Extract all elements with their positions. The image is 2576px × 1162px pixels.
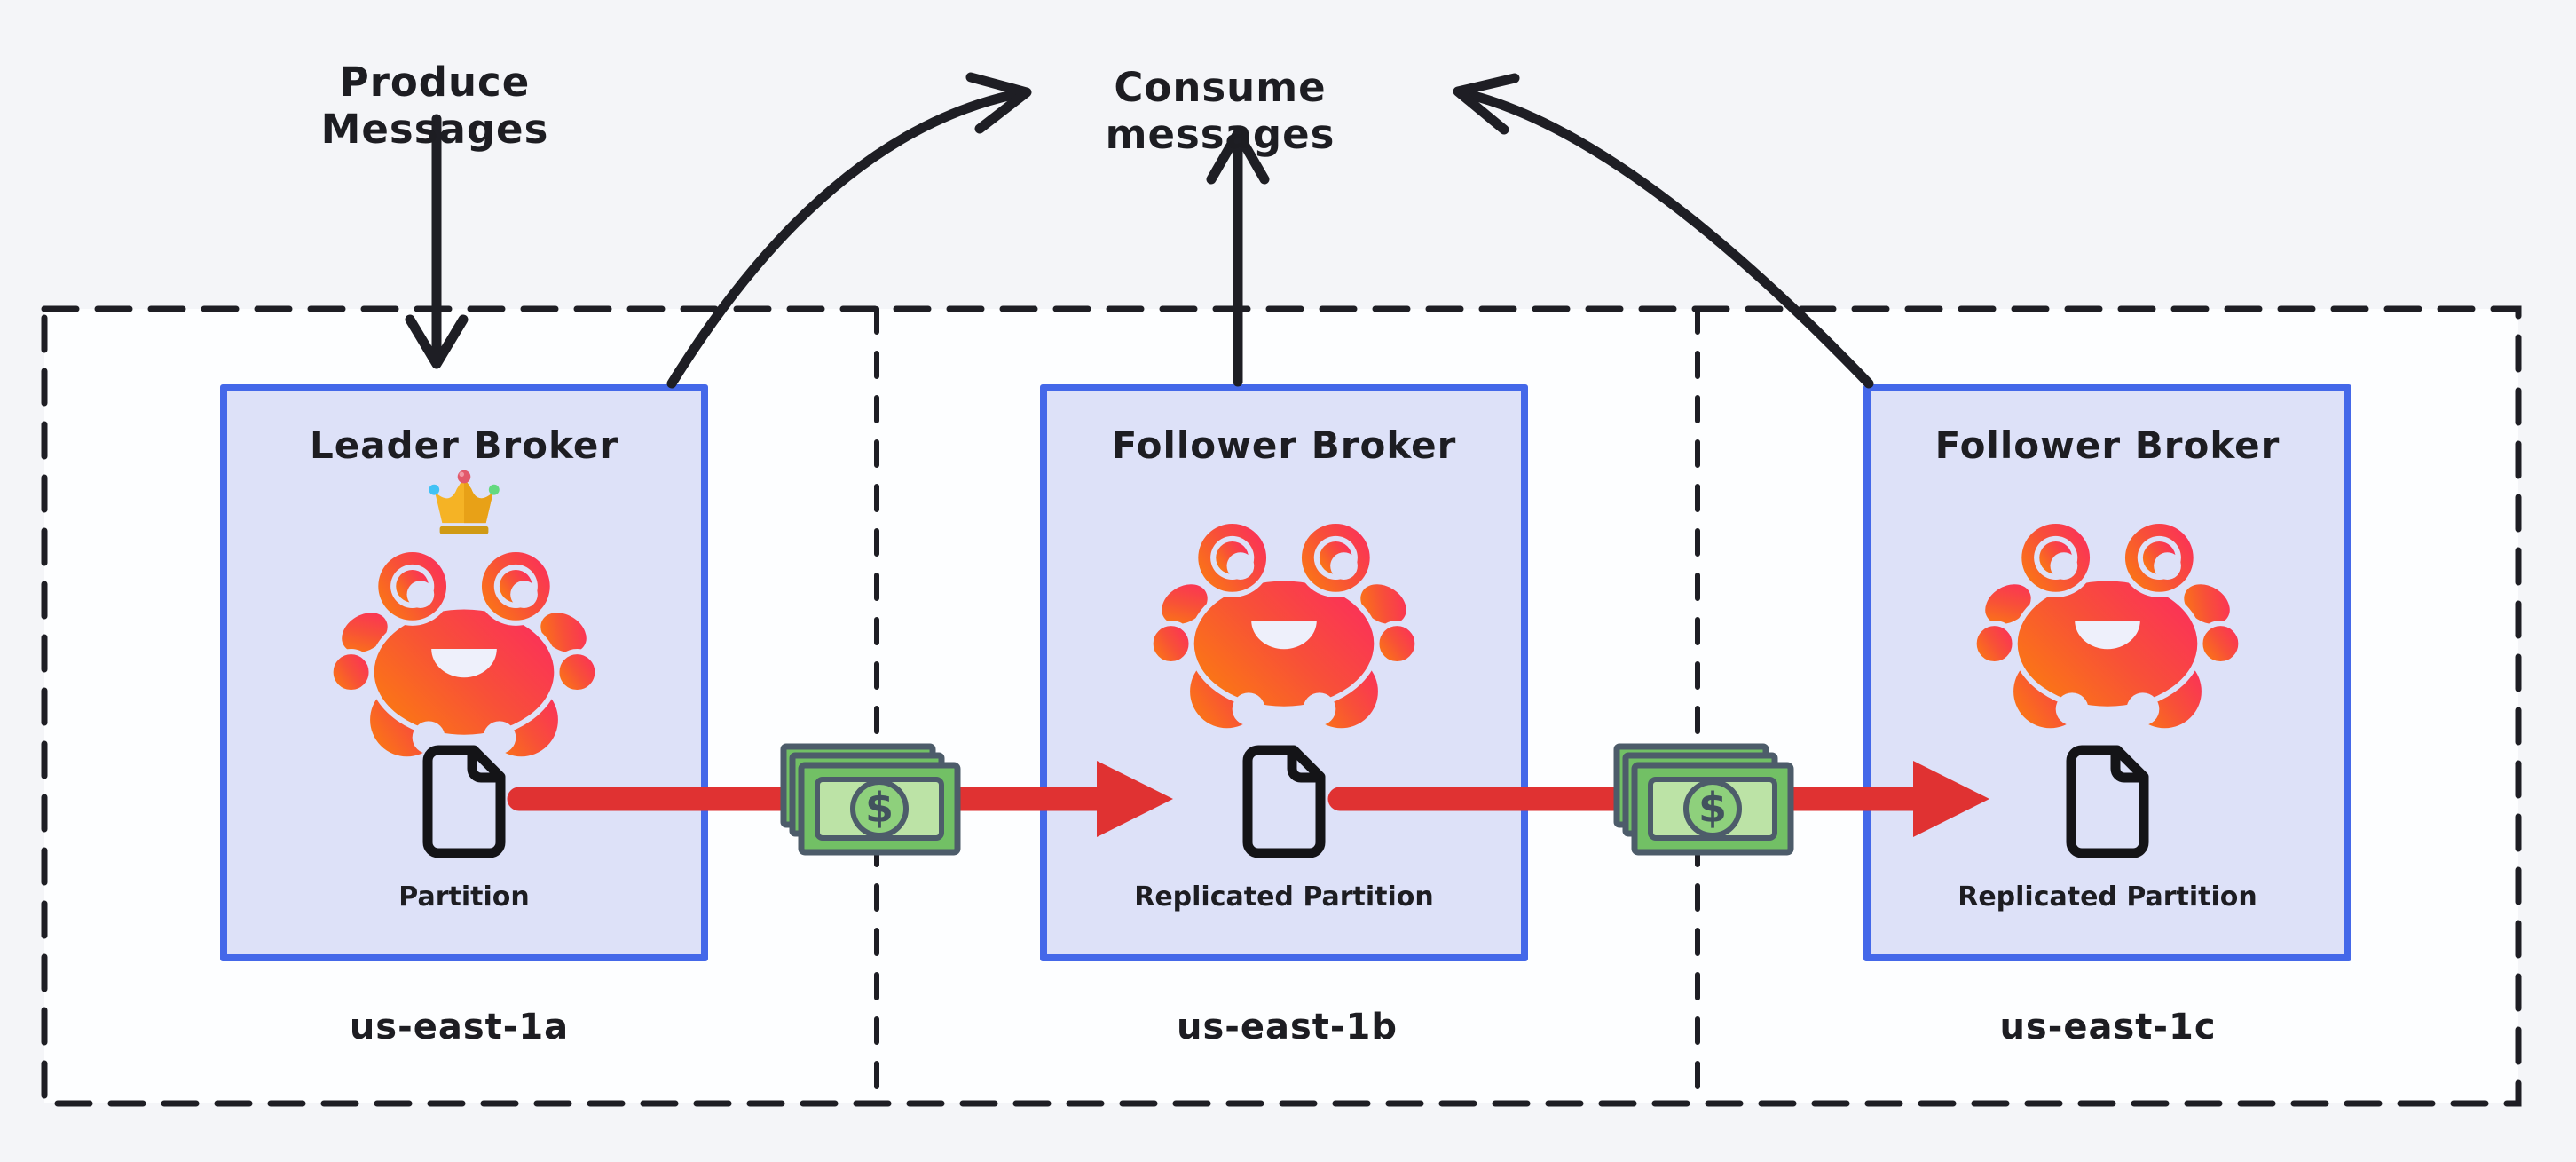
- money-bills-icon: $: [1613, 743, 1794, 856]
- dollar-sign: $: [1698, 784, 1727, 832]
- file-icon: [2066, 745, 2149, 858]
- broker-box-leader: Leader Broker: [220, 384, 708, 961]
- consume-messages-label: Consume messages: [1105, 64, 1335, 158]
- file-icon: [1242, 745, 1326, 858]
- crab-icon: [1147, 518, 1421, 734]
- crab-icon: [327, 546, 601, 763]
- partition-label: Replicated Partition: [1958, 881, 2257, 913]
- produce-arrow: [405, 114, 469, 369]
- broker-title: Follower Broker: [1111, 423, 1457, 467]
- broker-title: Follower Broker: [1934, 423, 2281, 467]
- consume-arrow-from-follower-1: [1206, 128, 1270, 387]
- partition-label: Replicated Partition: [1134, 881, 1434, 913]
- broker-box-follower-2: Follower Broker: [1863, 384, 2351, 961]
- zone-label-us-east-1b: us-east-1b: [1176, 1007, 1398, 1047]
- money-bills-icon: $: [780, 743, 961, 856]
- file-icon: [422, 745, 506, 858]
- zone-label-us-east-1a: us-east-1a: [349, 1007, 570, 1047]
- broker-box-follower-1: Follower Broker: [1040, 384, 1528, 961]
- zone-label-us-east-1c: us-east-1c: [1999, 1007, 2217, 1047]
- partition-label: Partition: [398, 881, 530, 913]
- crab-icon: [1971, 518, 2244, 734]
- consume-arrow-from-follower-2: [1453, 73, 1874, 389]
- crown-icon: [429, 470, 500, 534]
- consume-arrow-from-leader: [666, 72, 1032, 389]
- broker-title: Leader Broker: [309, 423, 619, 467]
- dollar-sign: $: [865, 784, 894, 832]
- produce-messages-label: Produce Messages: [320, 59, 549, 153]
